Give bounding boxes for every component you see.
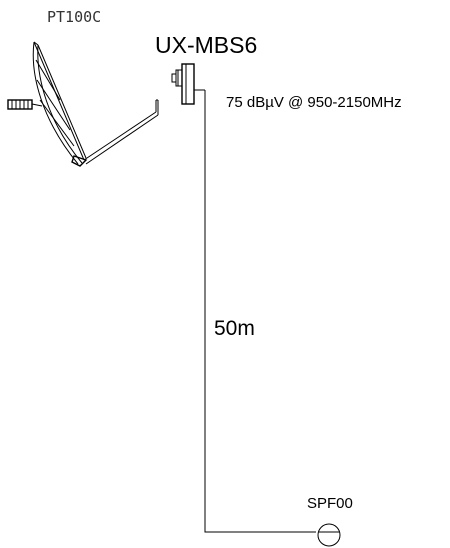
multiswitch-label: UX-MBS6	[155, 32, 257, 58]
satellite-dish-icon	[7, 41, 159, 167]
terminal-outlet-icon	[317, 523, 341, 547]
cable-length-label: 50m	[214, 317, 255, 340]
multiswitch-device-icon	[171, 63, 205, 105]
coax-cable	[204, 90, 316, 533]
signal-level-label: 75 dBµV @ 950-2150MHz	[226, 94, 402, 111]
antenna-label: PT100C	[47, 8, 101, 26]
terminal-label: SPF00	[307, 495, 353, 512]
